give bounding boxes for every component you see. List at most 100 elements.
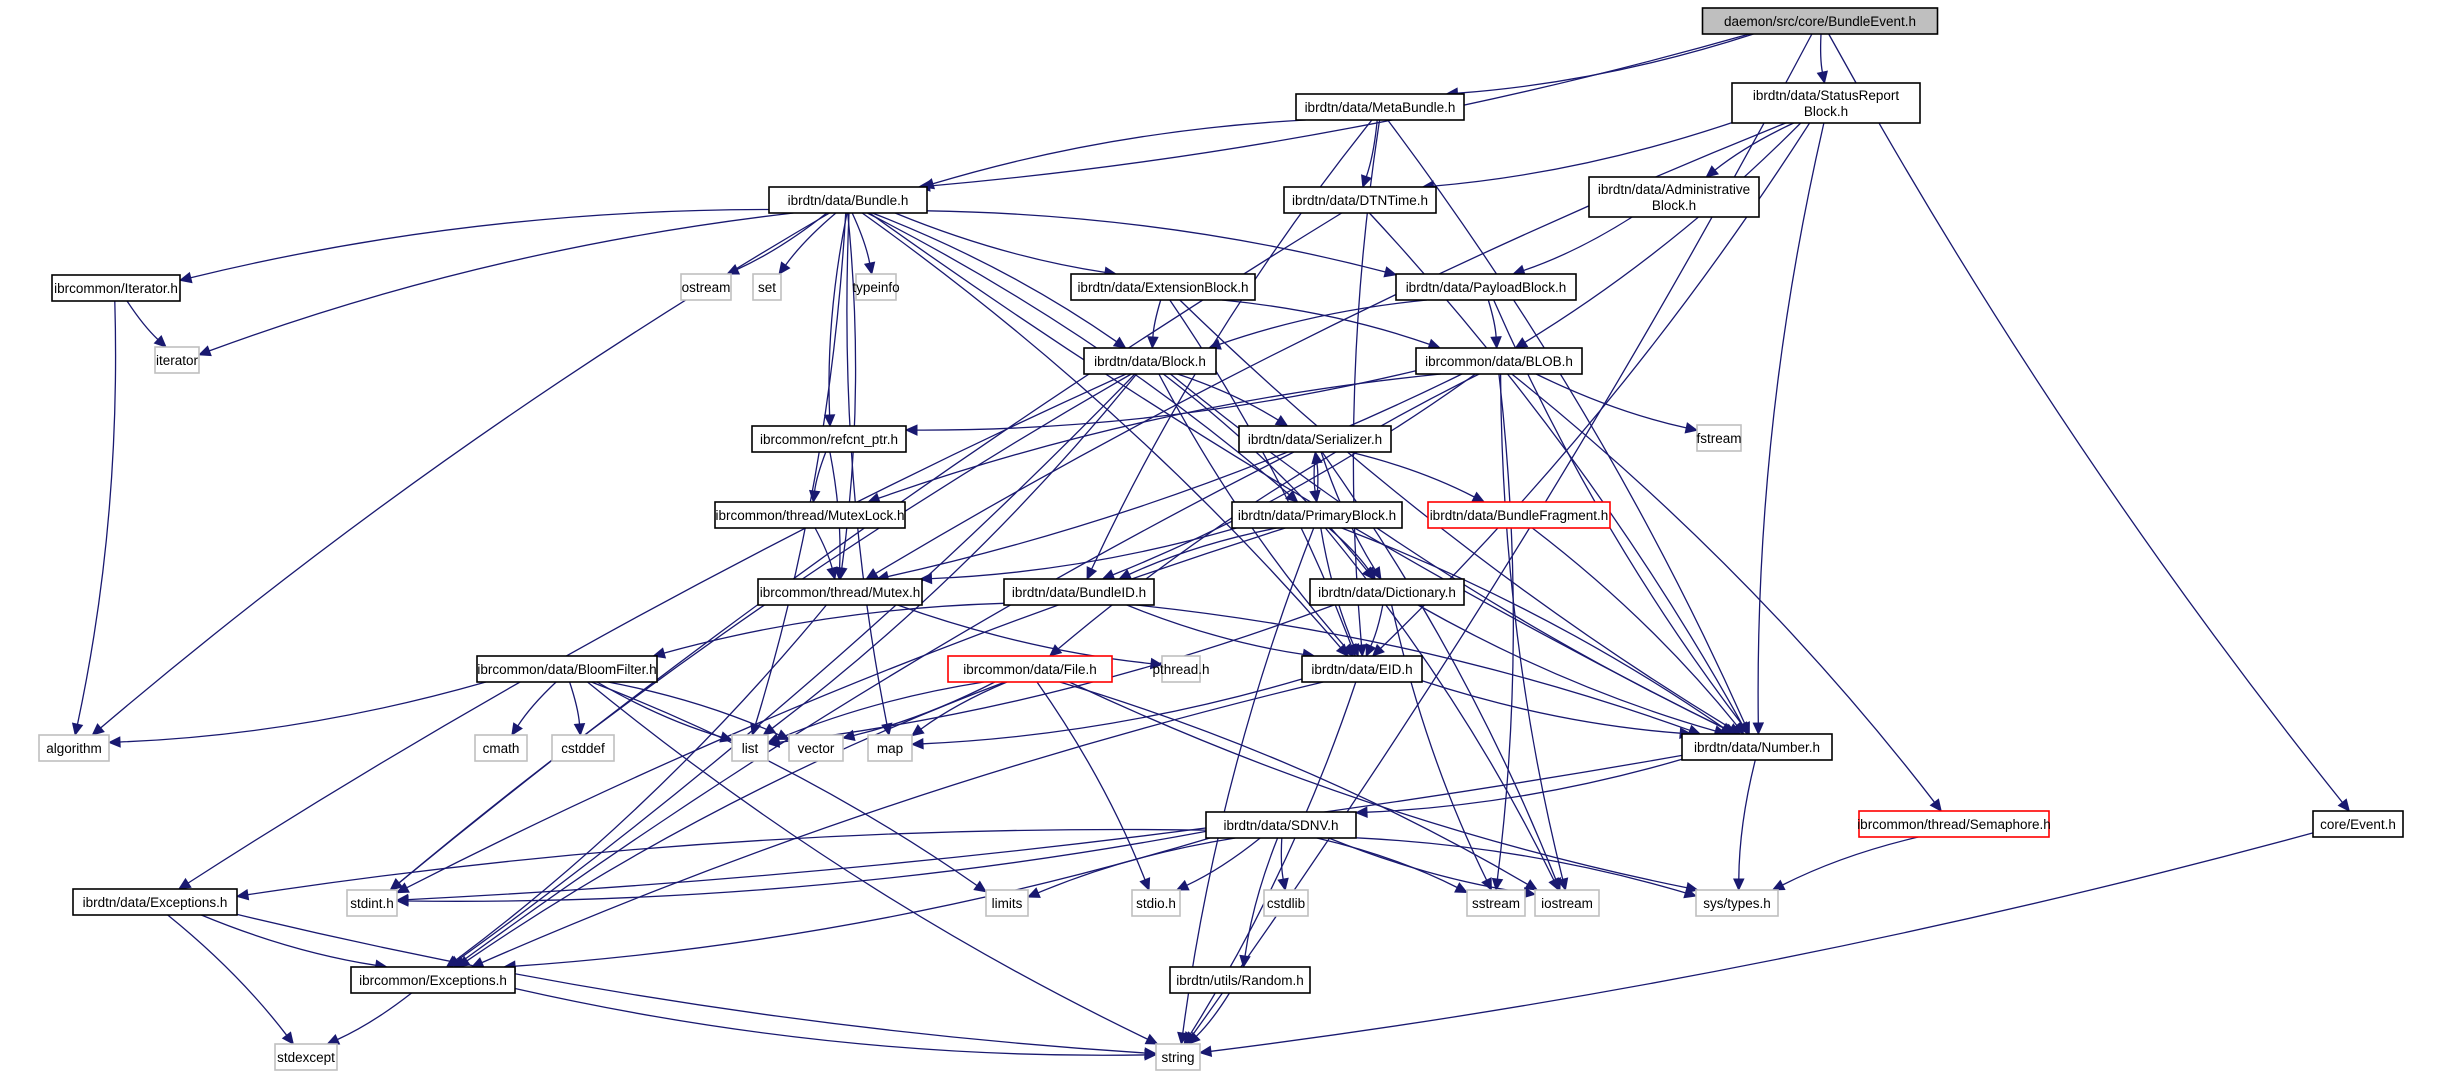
edge-statusreport-to-adminblock [1714, 122, 1794, 171]
edge-metabundle-to-bundleid [1091, 119, 1373, 570]
arrowhead-root-to-event [2337, 798, 2351, 812]
node-box [1083, 347, 1217, 375]
node-number[interactable]: ibrdtn/data/Number.h [1681, 733, 1833, 761]
arrowhead-blob-to-semaphore [1929, 798, 1942, 812]
arrowhead-mutexlock-to-mutex [826, 566, 838, 581]
node-label: iterator [156, 353, 199, 368]
node-label: stdio.h [1136, 896, 1176, 911]
node-label: ibrdtn/data/PrimaryBlock.h [1238, 508, 1396, 523]
node-label: ibrcommon/thread/Mutex.h [760, 585, 921, 600]
node-serializer[interactable]: ibrdtn/data/Serializer.h [1238, 425, 1392, 453]
arrowhead-bundle-to-primaryblock [1285, 490, 1299, 503]
edge-block-to-stdint [398, 373, 1132, 884]
node-box [38, 734, 110, 762]
node-mutexlock[interactable]: ibrcommon/thread/MutexLock.h [714, 501, 906, 529]
node-box [1295, 93, 1465, 121]
node-box [714, 501, 906, 529]
node-label: ostream [682, 280, 731, 295]
node-mutex[interactable]: ibrcommon/thread/Mutex.h [757, 578, 923, 606]
node-box [1415, 347, 1583, 375]
node-block[interactable]: ibrdtn/data/Block.h [1083, 347, 1217, 375]
node-bundlefragment[interactable]: ibrdtn/data/BundleFragment.h [1427, 501, 1611, 529]
edge-sdnv-to-commonexceptions [515, 837, 1211, 967]
node-label: pthread.h [1152, 662, 1209, 677]
node-bundleid[interactable]: ibrdtn/data/BundleID.h [1003, 578, 1155, 606]
node-dtntime[interactable]: ibrdtn/data/DTNTime.h [1283, 186, 1437, 214]
node-iterator_h[interactable]: ibrcommon/Iterator.h [51, 274, 181, 302]
arrowhead-blob-to-bundleid [1101, 569, 1116, 581]
node-label: sys/types.h [1703, 896, 1771, 911]
node-string: string [1155, 1043, 1201, 1071]
node-event[interactable]: core/Event.h [2312, 810, 2404, 838]
edge-eid-to-commonexceptions [481, 681, 1324, 964]
edge-serializer-to-bundlefragment [1349, 451, 1475, 498]
arrowhead-bundle-to-refcnt [823, 414, 836, 428]
arrowhead-iterator_h-to-iterator [153, 334, 167, 348]
node-dataexceptions[interactable]: ibrdtn/data/Exceptions.h [72, 888, 238, 916]
edge-payloadblock-to-block [1219, 299, 1428, 346]
node-label: set [758, 280, 776, 295]
node-box [751, 425, 907, 453]
edge-statusreport-to-blob [1524, 122, 1802, 343]
node-label: cstdlib [1267, 896, 1305, 911]
node-extblock[interactable]: ibrdtn/data/ExtensionBlock.h [1070, 273, 1256, 301]
edge-sdnv-to-systypes [1355, 837, 1686, 894]
node-commonexceptions[interactable]: ibrcommon/Exceptions.h [350, 966, 516, 994]
node-box [947, 655, 1113, 683]
arrowhead-bloomfilter-to-cmath [511, 722, 523, 737]
edge-blob-to-mutexlock [878, 373, 1441, 499]
edge-event-to-string [1210, 832, 2314, 1052]
node-bundle[interactable]: ibrdtn/data/Bundle.h [768, 186, 928, 214]
node-primaryblock[interactable]: ibrdtn/data/PrimaryBlock.h [1231, 501, 1403, 529]
node-label: ibrdtn/data/SDNV.h [1223, 818, 1338, 833]
edge-extblock-to-blob [1221, 299, 1430, 346]
node-semaphore[interactable]: ibrcommon/thread/Semaphore.h [1857, 810, 2051, 838]
arrowhead-primaryblock-to-mutex [919, 572, 933, 585]
node-eid[interactable]: ibrdtn/data/EID.h [1301, 655, 1423, 683]
node-algorithm: algorithm [38, 734, 110, 762]
arrowhead-primaryblock-to-serializer [1311, 450, 1323, 465]
node-metabundle[interactable]: ibrdtn/data/MetaBundle.h [1295, 93, 1465, 121]
edge-block-to-serializer [1177, 373, 1279, 421]
node-root[interactable]: daemon/src/core/BundleEvent.h [1701, 7, 1939, 35]
node-label: algorithm [46, 741, 102, 756]
node-label: vector [798, 741, 835, 756]
arrowhead-metabundle-to-eid [1355, 644, 1368, 658]
node-blob[interactable]: ibrcommon/data/BLOB.h [1415, 347, 1583, 375]
node-box [1858, 810, 2050, 838]
node-sdnv[interactable]: ibrdtn/data/SDNV.h [1205, 811, 1357, 839]
node-iostream: iostream [1534, 889, 1600, 917]
arrowhead-block-to-list [762, 723, 777, 736]
edge-sdnv-to-stdint [407, 830, 1207, 902]
edge-mutex-to-commonexceptions [455, 604, 827, 961]
arrowhead-sdnv-to-cstdlib [1277, 877, 1289, 892]
edge-blob-to-iostream [1499, 373, 1564, 880]
node-refcnt[interactable]: ibrcommon/refcnt_ptr.h [751, 425, 907, 453]
node-label: ibrdtn/data/BundleFragment.h [1430, 508, 1609, 523]
edge-primaryblock-to-dictionary [1328, 527, 1370, 571]
node-payloadblock[interactable]: ibrdtn/data/PayloadBlock.h [1395, 273, 1577, 301]
node-dictionary[interactable]: ibrdtn/data/Dictionary.h [1309, 578, 1465, 606]
node-random[interactable]: ibrdtn/utils/Random.h [1169, 966, 1311, 994]
edge-dataexceptions-to-stdexcept [167, 914, 288, 1036]
node-box [346, 889, 398, 917]
arrowhead-bloomfilter-to-algorithm [107, 736, 121, 748]
node-bloomfilter[interactable]: ibrcommon/data/BloomFilter.h [476, 655, 658, 683]
arrowhead-blob-to-file [1048, 644, 1063, 657]
arrowhead-commonexceptions-to-string [1144, 1049, 1158, 1061]
node-label: sstream [1472, 896, 1520, 911]
arrowhead-sdnv-to-systypes [1683, 887, 1698, 899]
node-box [1395, 273, 1577, 301]
arrowhead-bloomfilter-to-limits [973, 880, 987, 893]
edge-dictionary-to-eid [1370, 604, 1384, 647]
node-label: ibrcommon/data/BloomFilter.h [477, 662, 656, 677]
node-label: cstddef [561, 741, 605, 756]
edge-bundle-to-iterator [209, 212, 794, 352]
node-box [1161, 655, 1201, 683]
node-box [1466, 889, 1526, 917]
node-file[interactable]: ibrcommon/data/File.h [947, 655, 1113, 683]
edge-semaphore-to-systypes [1782, 836, 1919, 886]
node-label: stdexcept [277, 1050, 335, 1065]
